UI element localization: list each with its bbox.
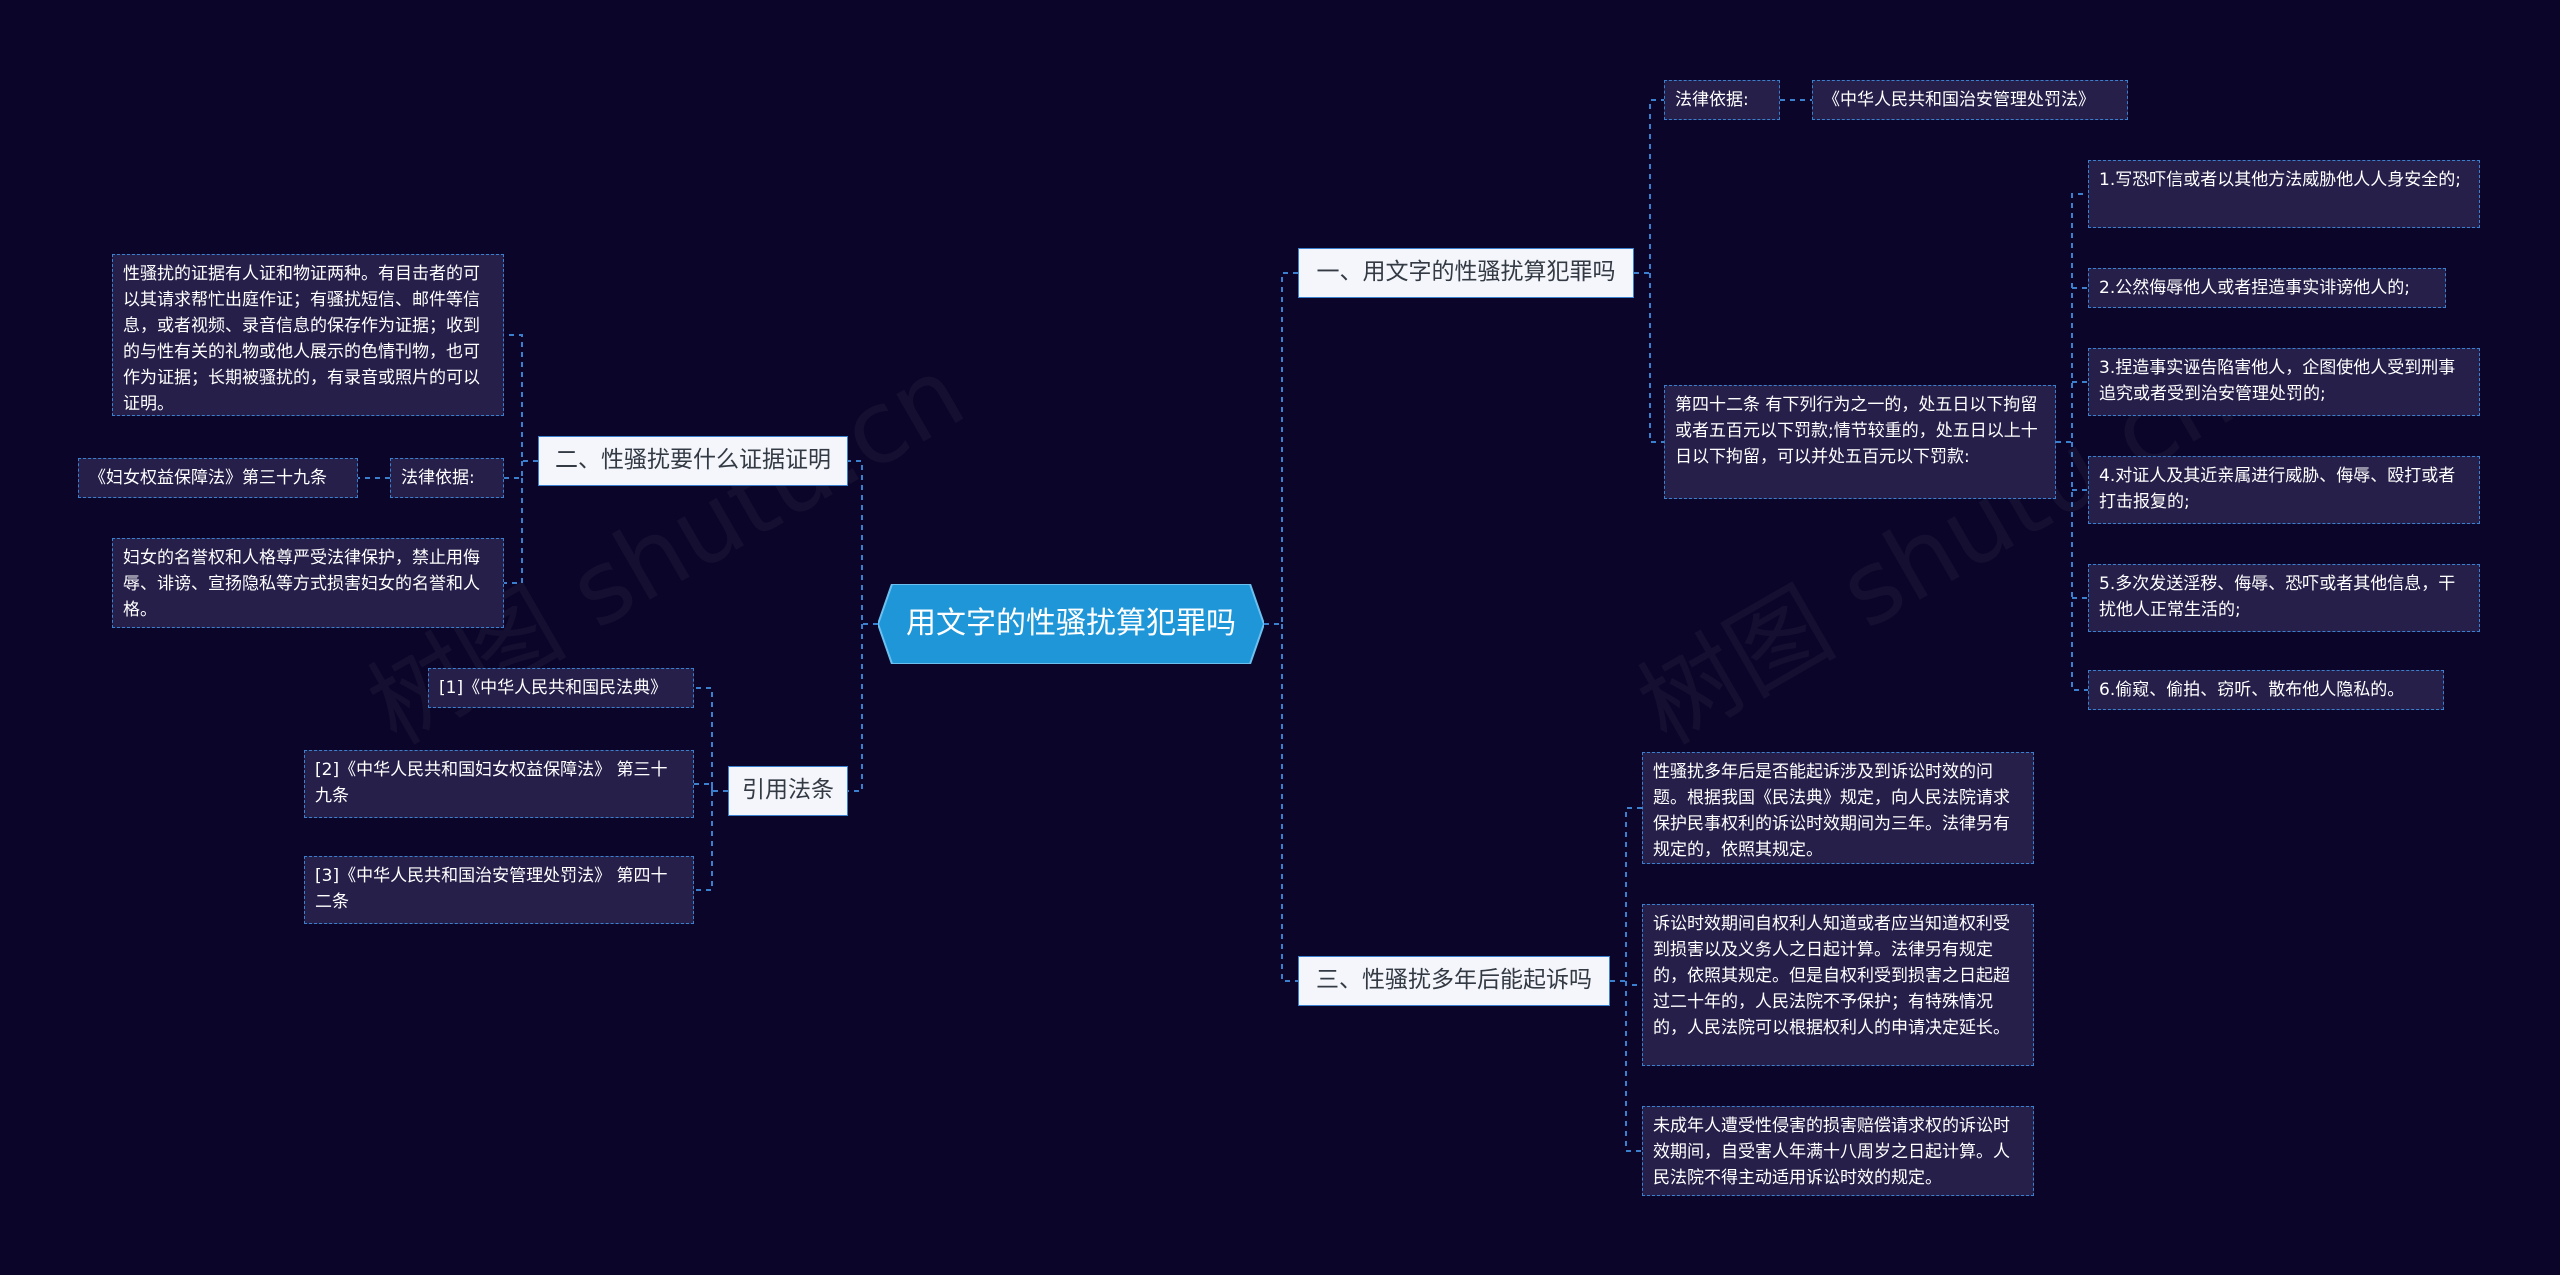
branch-1-item-5[interactable]: 5.多次发送淫秽、侮辱、恐吓或者其他信息，干扰他人正常生活的; — [2088, 564, 2480, 632]
line-b1-item1 — [2056, 193, 2088, 443]
line-b1-legal-label — [1634, 99, 1664, 274]
branch-1-item-1[interactable]: 1.写恐吓信或者以其他方法威胁他人人身安全的; — [2088, 160, 2480, 228]
line-b4-item2 — [694, 783, 713, 791]
branch-2-protection[interactable]: 妇女的名誉权和人格尊严受法律保护，禁止用侮辱、诽谤、宣扬隐私等方式损害妇女的名誉… — [112, 538, 504, 628]
branch-3-item-1[interactable]: 性骚扰多年后是否能起诉涉及到诉讼时效的问题。根据我国《民法典》规定，向人民法院请… — [1642, 752, 2034, 864]
line-b4-item1 — [694, 687, 728, 792]
branch-4-title[interactable]: 引用法条 — [728, 766, 848, 816]
branch-1-item-6[interactable]: 6.偷窥、偷拍、窃听、散布他人隐私的。 — [2088, 670, 2444, 710]
branch-3-item-3[interactable]: 未成年人遭受性侵害的损害赔偿请求权的诉讼时效期间，自受害人年满十八周岁之日起计算… — [1642, 1106, 2034, 1196]
line-root-branch2 — [848, 460, 878, 625]
line-b1-article — [1649, 273, 1664, 443]
branch-3-item-2[interactable]: 诉讼时效期间自权利人知道或者应当知道权利受到损害以及义务人之日起计算。法律另有规… — [1642, 904, 2034, 1066]
line-b3-item2 — [1625, 981, 1642, 986]
branch-1-title[interactable]: 一、用文字的性骚扰算犯罪吗 — [1298, 248, 1634, 298]
line-b2-legal-label — [504, 461, 523, 479]
branch-4-item-2[interactable]: [2]《中华人民共和国妇女权益保障法》 第三十九条 — [304, 750, 694, 818]
line-b3-item1 — [1610, 807, 1642, 982]
branch-2-title[interactable]: 二、性骚扰要什么证据证明 — [538, 436, 848, 486]
line-b1-item6 — [2071, 442, 2088, 691]
line-root-branch3 — [1281, 624, 1298, 982]
branch-1-legal-basis-label[interactable]: 法律依据: — [1664, 80, 1780, 120]
line-b2-protection — [504, 478, 523, 584]
root-label: 用文字的性骚扰算犯罪吗 — [906, 606, 1236, 641]
branch-4-item-1[interactable]: [1]《中华人民共和国民法典》 — [428, 668, 694, 708]
line-root-branch1 — [1264, 272, 1298, 625]
root-topic[interactable]: 用文字的性骚扰算犯罪吗 — [878, 584, 1264, 664]
branch-2-evidence[interactable]: 性骚扰的证据有人证和物证两种。有目击者的可以其请求帮忙出庭作证；有骚扰短信、邮件… — [112, 254, 504, 416]
line-root-branch4 — [848, 624, 863, 792]
branch-4-item-3[interactable]: [3]《中华人民共和国治安管理处罚法》 第四十二条 — [304, 856, 694, 924]
line-b4-item3 — [694, 791, 713, 891]
line-b2-evidence — [504, 334, 538, 462]
branch-1-article-42[interactable]: 第四十二条 有下列行为之一的，处五日以下拘留或者五百元以下罚款;情节较重的，处五… — [1664, 385, 2056, 499]
branch-3-title[interactable]: 三、性骚扰多年后能起诉吗 — [1298, 956, 1610, 1006]
branch-1-item-2[interactable]: 2.公然侮辱他人或者捏造事实诽谤他人的; — [2088, 268, 2446, 308]
branch-2-legal-basis-value[interactable]: 《妇女权益保障法》第三十九条 — [78, 458, 358, 498]
branch-2-legal-basis-label[interactable]: 法律依据: — [390, 458, 504, 498]
branch-1-item-4[interactable]: 4.对证人及其近亲属进行威胁、侮辱、殴打或者打击报复的; — [2088, 456, 2480, 524]
branch-1-item-3[interactable]: 3.捏造事实诬告陷害他人，企图使他人受到刑事追究或者受到治安管理处罚的; — [2088, 348, 2480, 416]
root-shape — [878, 584, 1264, 664]
branch-1-legal-basis-value[interactable]: 《中华人民共和国治安管理处罚法》 — [1812, 80, 2128, 120]
line-b3-item3 — [1625, 981, 1642, 1152]
